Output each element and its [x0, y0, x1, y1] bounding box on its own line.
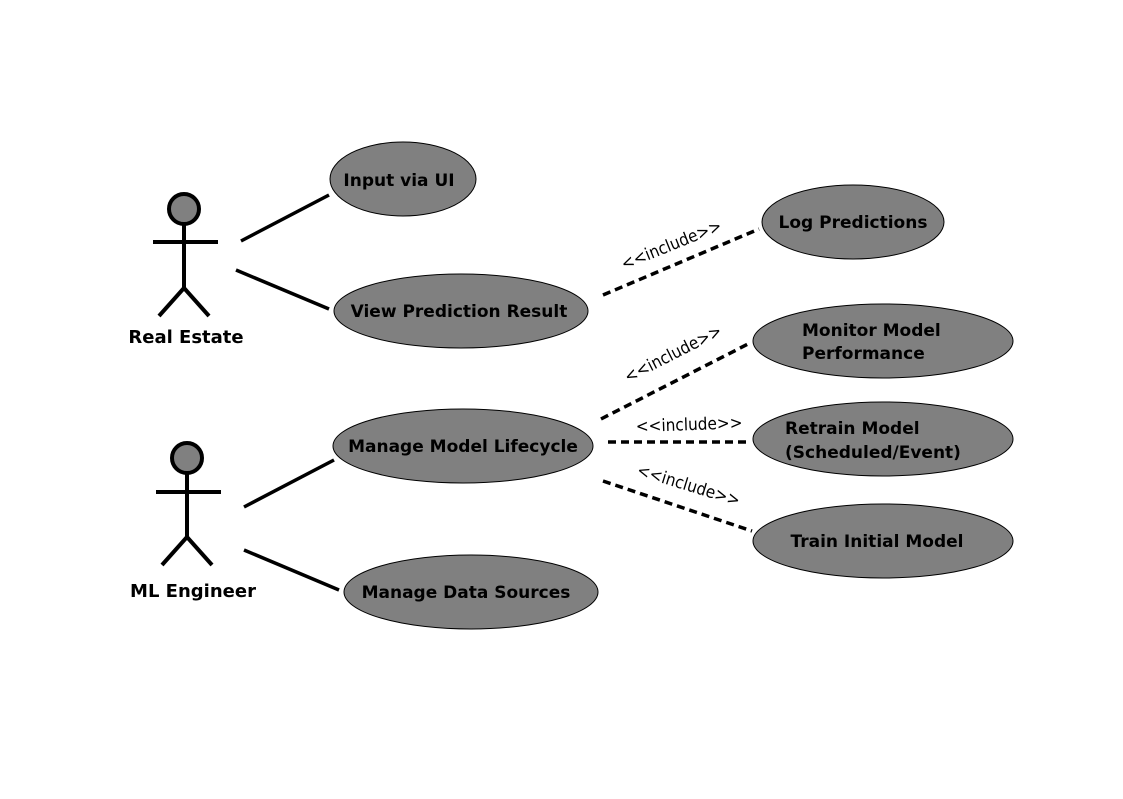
use-case-manage-lifecycle-shape: [332, 408, 594, 484]
association-real-estate-view: [235, 268, 330, 311]
actor-ml-engineer: ML Engineer: [130, 441, 256, 602]
use-case-log-predictions-label: Log Predictions: [779, 213, 928, 233]
actor-real-estate-right-leg: [182, 286, 211, 318]
actor-ml-engineer-left-leg: [160, 535, 189, 567]
include-label-monitor: <<include>>: [621, 321, 725, 387]
use-case-train-initial-shape: [752, 503, 1014, 579]
use-case-view-prediction-shape: [333, 273, 589, 349]
include-label-train: <<include>>: [635, 461, 743, 511]
use-case-input-via-ui-shape: [329, 141, 477, 217]
use-case-manage-data-shape: [343, 554, 599, 630]
use-case-manage-data-label: Manage Data Sources: [362, 583, 571, 603]
actor-real-estate: Real Estate: [128, 192, 244, 348]
use-case-retrain-model-label-line2: (Scheduled/Event): [785, 443, 961, 463]
use-case-monitor-model-shape: [752, 303, 1014, 379]
use-case-manage-lifecycle: Manage Model Lifecycle: [332, 408, 594, 484]
use-case-view-prediction: View Prediction Result: [333, 273, 589, 349]
include-label-retrain: <<include>>: [635, 413, 742, 437]
use-case-monitor-model-label-line2: Performance: [802, 344, 925, 364]
actor-real-estate-label: Real Estate: [128, 327, 243, 348]
use-case-retrain-model-label-line1: Retrain Model: [785, 419, 920, 439]
use-case-input-via-ui: Input via UI: [329, 141, 477, 217]
use-case-train-initial: Train Initial Model: [752, 503, 1014, 579]
include-line-log: [602, 227, 760, 297]
use-case-view-prediction-label: View Prediction Result: [351, 302, 568, 322]
association-ml-engineer-lifecycle: [243, 458, 335, 509]
use-case-retrain-model: Retrain Model (Scheduled/Event): [752, 401, 1014, 477]
use-case-input-via-ui-label: Input via UI: [343, 171, 454, 191]
actor-real-estate-left-leg: [157, 286, 186, 318]
use-case-log-predictions-shape: [761, 184, 945, 260]
association-ml-engineer-data: [243, 548, 340, 592]
include-line-train: [602, 479, 753, 533]
association-real-estate-input: [240, 193, 330, 243]
include-label-log: <<include>>: [618, 216, 724, 275]
actor-ml-engineer-head: [170, 441, 204, 475]
use-case-retrain-model-shape: [752, 401, 1014, 477]
use-case-monitor-model: Monitor Model Performance: [752, 303, 1014, 379]
actor-ml-engineer-label: ML Engineer: [130, 581, 256, 602]
use-case-train-initial-label: Train Initial Model: [791, 532, 964, 552]
use-case-manage-lifecycle-label: Manage Model Lifecycle: [348, 437, 578, 457]
actor-ml-engineer-right-leg: [185, 535, 214, 567]
actor-real-estate-head: [167, 192, 201, 226]
include-line-monitor: [600, 341, 751, 421]
use-case-manage-data: Manage Data Sources: [343, 554, 599, 630]
use-case-log-predictions: Log Predictions: [761, 184, 945, 260]
use-case-monitor-model-label-line1: Monitor Model: [802, 321, 941, 341]
